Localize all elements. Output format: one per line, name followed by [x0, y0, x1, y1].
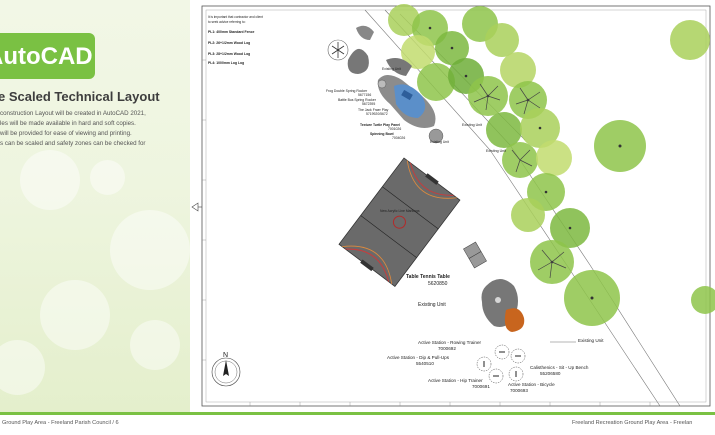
north-label: N [223, 352, 228, 359]
fitness-stations [476, 344, 526, 384]
station-code: 7000692 [438, 346, 456, 351]
station-code: 7000691 [472, 384, 490, 389]
equipment-code: 5677156 [358, 93, 371, 97]
equipment-labels: Frog Double Spring Rocker 5677156 Battle… [326, 67, 506, 213]
muga-court [338, 157, 461, 287]
station-label: Active Station - Hip Trainer [428, 378, 483, 383]
equipment-code: 5719920/5672 [366, 112, 388, 116]
equipment-label: Existing Unit [430, 140, 449, 144]
equipment-code: 7001026 [388, 127, 401, 131]
equipment-label: Battle Bus Spring Rocker [338, 98, 377, 102]
lower-labels: Table Tennis Table 5620850 Existing Unit… [387, 274, 604, 393]
table-tennis-table-icon [463, 241, 487, 269]
note-line: It is important that contractor and clie… [208, 15, 263, 19]
body-line: construction Layout will be created in A… [0, 110, 146, 117]
equipment-label: Existing Unit [486, 149, 506, 153]
table-tennis-label: Table Tennis Table [406, 274, 450, 280]
body-line: les will be made available in hard and s… [0, 120, 136, 127]
note-line: PL1: 400mm Standard Fence [208, 30, 254, 34]
equipment-code: 5672395 [362, 102, 375, 106]
tree-icon [691, 286, 715, 314]
note-line: PL4: 1000mm Log Log [208, 61, 244, 65]
surfacing-gray [347, 48, 369, 74]
footer-left-text: Ground Play Area - Freeland Parish Counc… [2, 420, 119, 426]
tree-icon [500, 52, 536, 88]
equipment-label: Existing Unit [382, 67, 401, 71]
section-arrow-icon [191, 202, 199, 212]
tree-icon [536, 140, 572, 176]
site-plan-drawing: It is important that contractor and clie… [191, 4, 715, 407]
equipment-label: Existing Unit [462, 123, 482, 127]
north-arrow-icon: N [211, 352, 241, 387]
play-area-upper [327, 25, 444, 144]
station-code: 55206580 [540, 371, 561, 376]
equipment-label: Spinning Bowl [370, 132, 394, 136]
tree-icon [511, 198, 545, 232]
play-unit-blue [394, 84, 426, 118]
station-code: 5540510 [416, 361, 434, 366]
drawing-inner-frame [205, 9, 707, 403]
station-label: Active Station - Rowing Trainer [418, 340, 482, 345]
heading-text: Scaled Technical Layout [8, 89, 160, 104]
note-line: PL3: 28+1/2mm Wood Log [208, 52, 250, 56]
notes-block: It is important that contractor and clie… [208, 15, 263, 65]
footer-accent-bar [0, 412, 715, 415]
equipment-label: Texture Turtle Play Panel [360, 123, 400, 127]
equipment-label: Frog Double Spring Rocker [326, 89, 368, 93]
frame-ticks [202, 59, 651, 406]
station-label: Active Station - Dip & Pull-Ups [387, 355, 450, 360]
station-code: 7000693 [510, 388, 528, 393]
tree-icon [485, 23, 519, 57]
drawing-frame [201, 5, 711, 407]
table-tennis-code: 5620850 [428, 281, 448, 287]
left-panel: AutoCAD e Scaled Technical Layout constr… [0, 0, 190, 412]
tree-icon [401, 35, 435, 69]
equipment-code: 7004026 [392, 136, 405, 140]
bark-surfacing [504, 308, 525, 332]
station-label: Active Station - Bicycle [508, 382, 555, 387]
surfacing-gray [356, 25, 374, 40]
footer: Ground Play Area - Freeland Parish Counc… [0, 412, 715, 435]
equipment-label: The Jack Fraer Play [358, 108, 389, 112]
section-heading: e Scaled Technical Layout [0, 89, 160, 104]
note-line: to seek advice referring to: [208, 20, 246, 24]
existing-unit-mid [481, 279, 525, 332]
note-line: PL2: 26+1/2mm Wood Log [208, 41, 250, 45]
tree-icon [486, 112, 522, 148]
equipment-label: New Acrylic Line Markings [380, 209, 420, 213]
tree-icon [670, 20, 710, 60]
palm-tree-icons [473, 83, 567, 279]
footer-right-text: Freeland Recreation Ground Play Area - F… [572, 420, 693, 426]
station-label: Calisthenics - Sit - Up Bench [530, 365, 589, 370]
tree-icon [417, 63, 455, 101]
surfacing-gray [386, 58, 412, 76]
existing-unit-mid-label: Existing Unit [418, 302, 446, 308]
badge-text: AutoCAD [0, 43, 93, 70]
body-line: will be provided for ease of viewing and… [0, 130, 132, 137]
body-line: s can be scaled and safety zones can be … [0, 140, 146, 147]
technical-drawing-panel: It is important that contractor and clie… [190, 0, 715, 412]
existing-unit-right-label: Existing Unit [578, 338, 604, 343]
autocad-badge: AutoCAD [0, 33, 95, 79]
spinner-icon [327, 39, 349, 61]
